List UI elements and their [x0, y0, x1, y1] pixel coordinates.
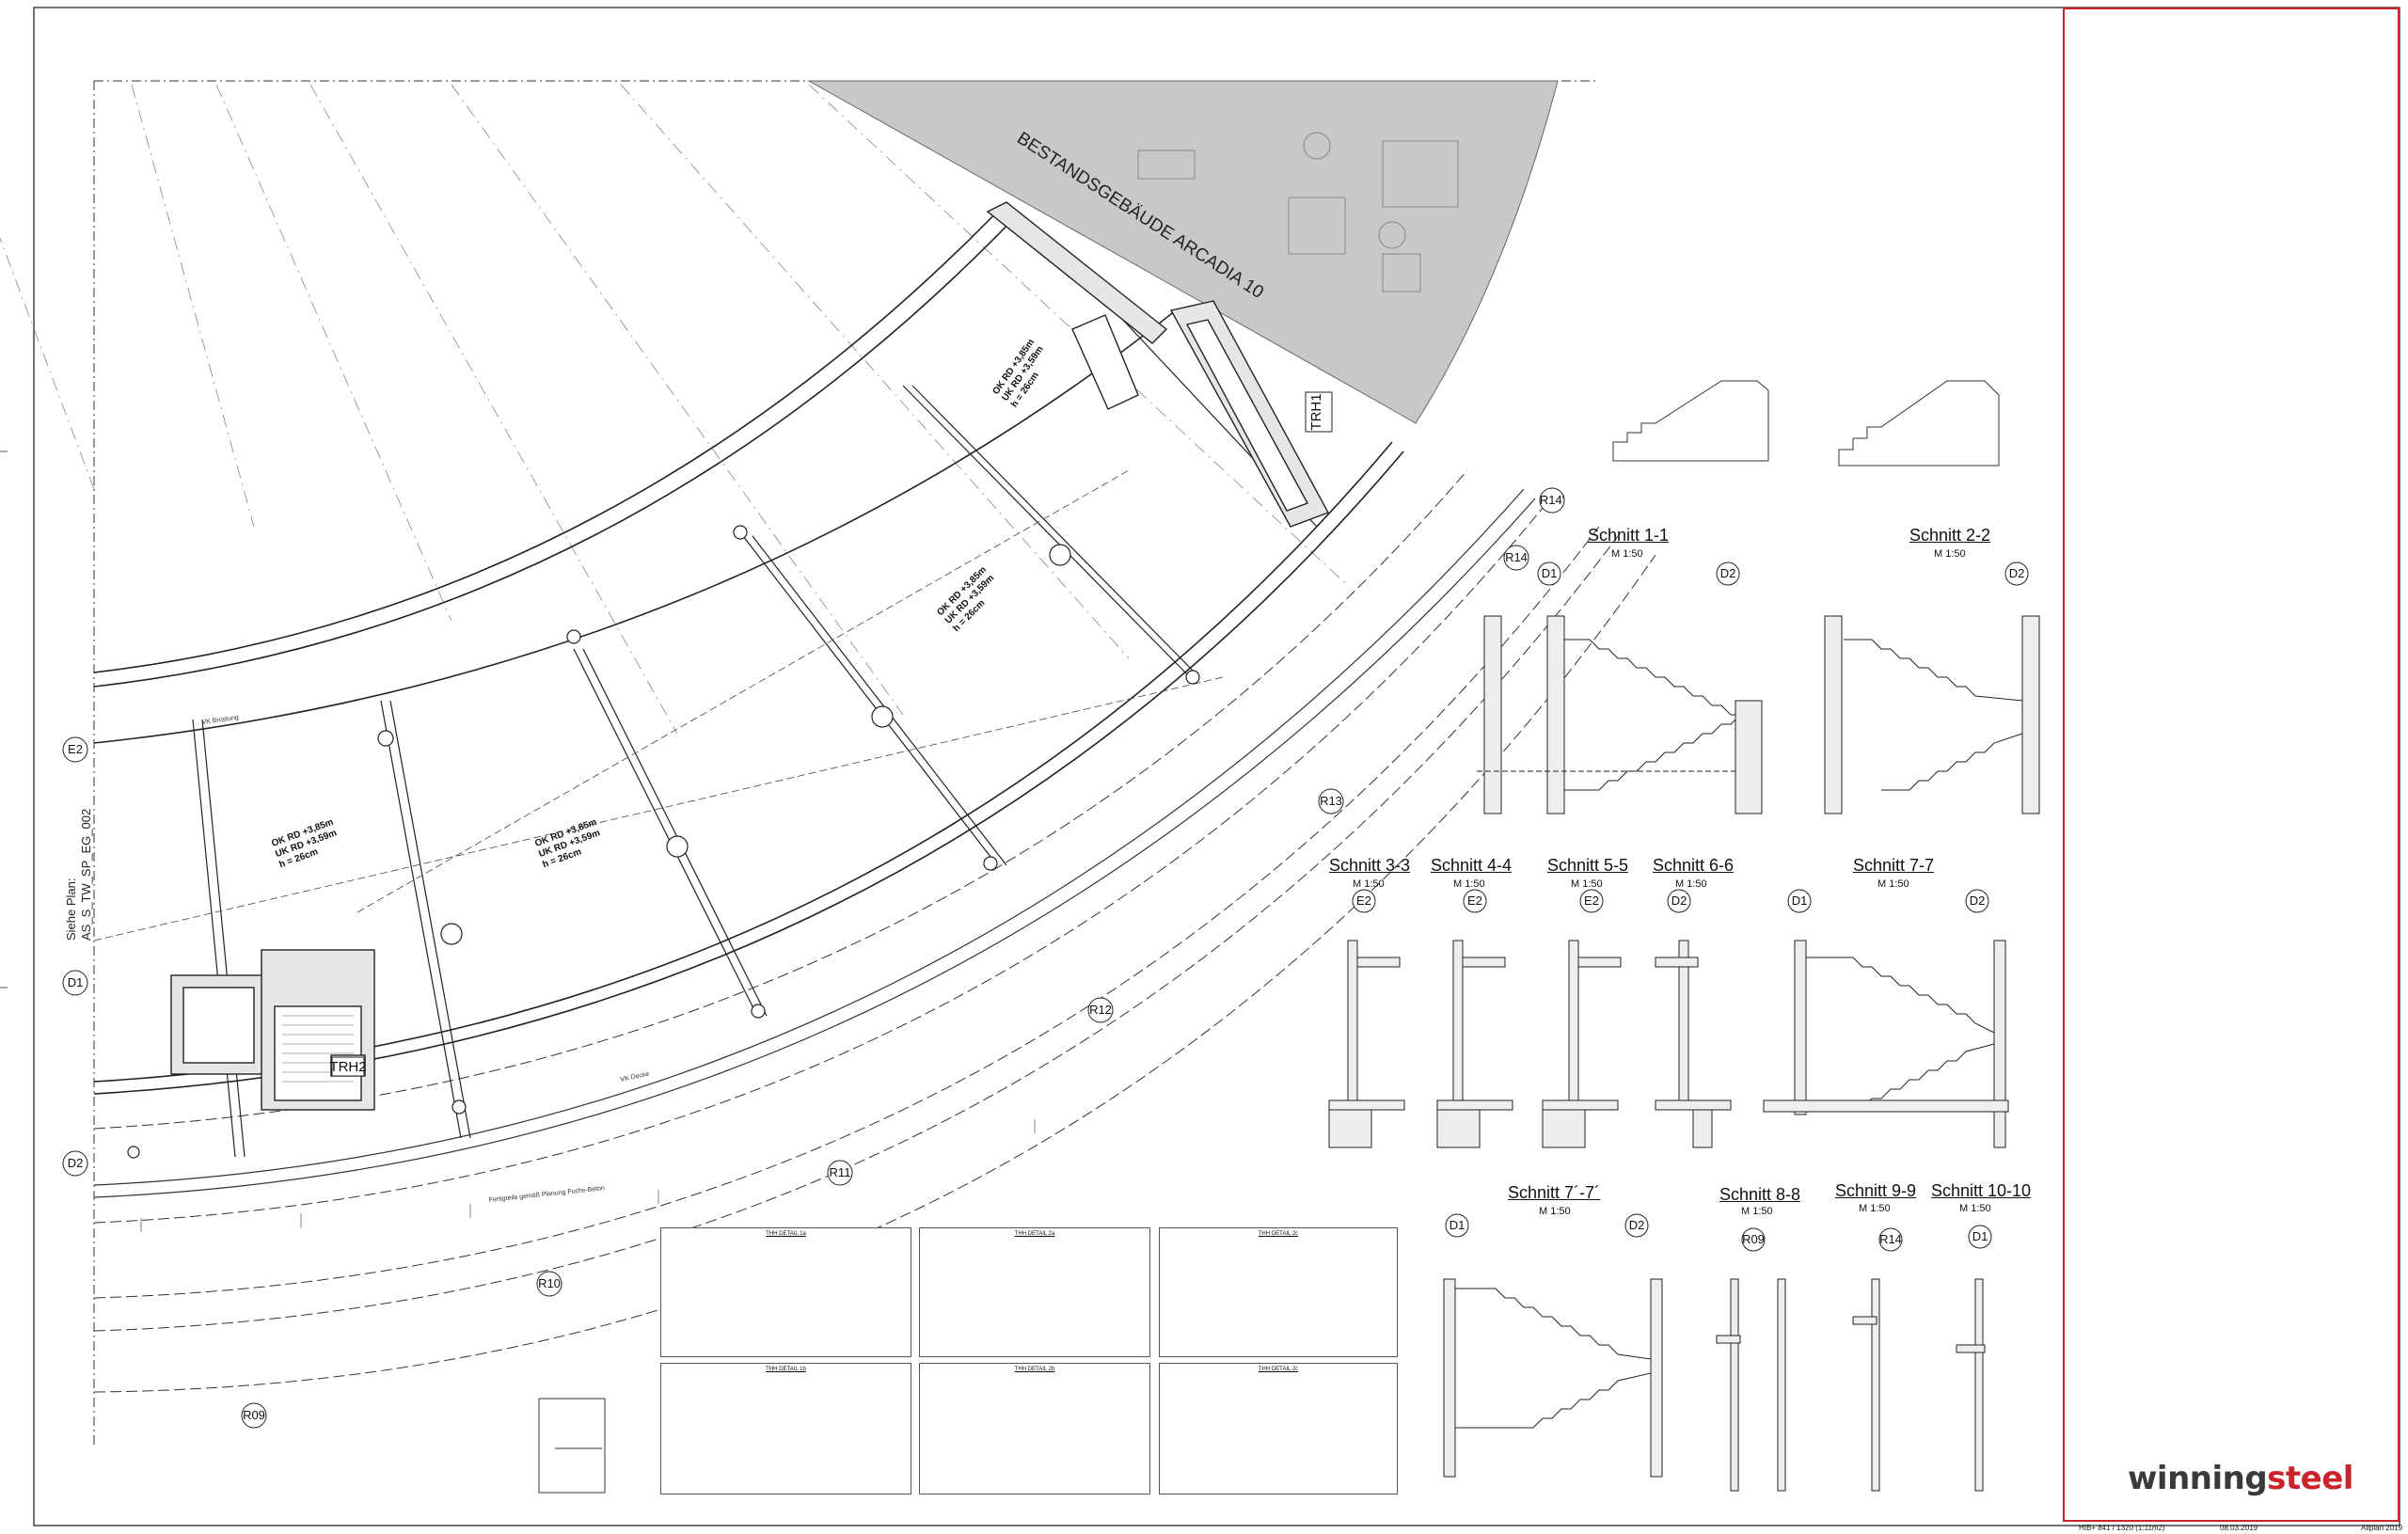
floor-plan [0, 80, 1656, 1494]
annotation-vk-decke: VK Decke [620, 1071, 650, 1083]
title-block [2063, 8, 2400, 1522]
section-scale-2-2: M 1:50 [1934, 548, 1966, 560]
footer-date: 08.03.2019 [2220, 1524, 2258, 1532]
section-title-5-5: Schnitt 5-5 [1547, 856, 1629, 875]
sec-8-grid-r09: R09 [1742, 1232, 1765, 1246]
detail-title-2c-2: THH DETAIL 2c [1258, 1367, 1299, 1372]
grid-label-r12: R12 [1089, 1003, 1112, 1017]
sec-7p-grid-d1: D1 [1450, 1218, 1465, 1232]
grid-label-d2: D2 [68, 1156, 84, 1170]
section-scale-3-3: M 1:50 [1353, 878, 1385, 890]
sec-1-grid-d1: D1 [1542, 566, 1558, 580]
section-title-2-2: Schnitt 2-2 [1909, 526, 1991, 545]
section-title-8-8: Schnitt 8-8 [1719, 1185, 1801, 1204]
detail-title-1b: THH DETAIL 1b [766, 1367, 806, 1372]
sec-5-grid-e2: E2 [1584, 894, 1599, 908]
section-scale-6-6: M 1:50 [1675, 878, 1707, 890]
detail-title-2b: THH DETAIL 2b [1014, 1367, 1055, 1372]
grid-label-e2: E2 [68, 742, 83, 756]
section-title-10-10: Schnitt 10-10 [1931, 1181, 2032, 1200]
sec-7p-grid-d2: D2 [1629, 1218, 1645, 1232]
grid-label-r10: R10 [538, 1276, 561, 1290]
section-scale-9-9: M 1:50 [1859, 1203, 1891, 1214]
footer-plan-code: HIB+ 841 / 1320 (1:11m2) [2079, 1524, 2165, 1532]
section-title-6-6: Schnitt 6-6 [1653, 856, 1735, 875]
section-scale-5-5: M 1:50 [1571, 878, 1603, 890]
section-drawings [1328, 615, 2040, 1492]
side-note-line2: AS_S_TW_SP_EG_002 [79, 809, 93, 941]
sec-7-grid-d1: D1 [1792, 894, 1808, 908]
existing-building [807, 80, 1559, 424]
grid-label-r13: R13 [1320, 794, 1342, 808]
detail-title-1a: THH DETAIL 1a [766, 1231, 806, 1237]
logo-word-steel: steel [2267, 1460, 2353, 1497]
grid-label-r09: R09 [243, 1408, 265, 1422]
sec-2-grid-d2: D2 [2009, 566, 2025, 580]
grid-label-r11: R11 [830, 1165, 851, 1179]
sec-10-grid-d1: D1 [1972, 1229, 1988, 1243]
section-scale-8-8: M 1:50 [1741, 1206, 1773, 1217]
detail-title-2a: THH DETAIL 2a [1014, 1231, 1055, 1237]
company-logo: winningsteel [2128, 1460, 2353, 1497]
side-note-line1: Siehe Plan: [64, 878, 78, 941]
sec-9-grid-r14: R14 [1879, 1232, 1902, 1246]
section-scale-1-1: M 1:50 [1611, 548, 1643, 560]
section-title-7p-7p: Schnitt 7´-7´ [1508, 1183, 1601, 1202]
stair-trh2 [170, 949, 375, 1111]
sec-1-grid-d2: D2 [1720, 566, 1736, 580]
section-scale-10-10: M 1:50 [1959, 1203, 1991, 1214]
section-scale-7-7: M 1:50 [1877, 878, 1909, 890]
grid-label-r14: R14 [1505, 550, 1528, 564]
sec-6-grid-d2: D2 [1671, 894, 1687, 908]
section-title-7-7: Schnitt 7-7 [1853, 856, 1935, 875]
grid-label-r14-prime: R14' [1540, 493, 1564, 507]
section-scale-4-4: M 1:50 [1453, 878, 1485, 890]
logo-word-winning: winning [2128, 1460, 2268, 1497]
detail-box-2a: THH DETAIL 2a [919, 1227, 1150, 1357]
annotation-fertigteile: Fertigteile gemäß Planung Fuchs-Beton [488, 1185, 605, 1204]
section-title-4-4: Schnitt 4-4 [1431, 856, 1513, 875]
detail-box-1b: THH DETAIL 1b [660, 1363, 911, 1494]
stair-tag-trh2: TRH2 [329, 1059, 366, 1075]
section-title-9-9: Schnitt 9-9 [1835, 1181, 1917, 1200]
detail-box-2c: THH DETAIL 2c [1159, 1227, 1398, 1357]
sec-3-grid-e2: E2 [1356, 894, 1371, 908]
sec-7-grid-d2: D2 [1970, 894, 1986, 908]
detail-box-1a: THH DETAIL 1a [660, 1227, 911, 1357]
grid-label-d1: D1 [68, 975, 84, 989]
detail-box-2b: THH DETAIL 2b [919, 1363, 1150, 1494]
section-title-1-1: Schnitt 1-1 [1588, 526, 1670, 545]
stair-tag-trh1: TRH1 [1308, 393, 1324, 430]
section-title-3-3: Schnitt 3-3 [1329, 856, 1411, 875]
detail-title-2c: THH DETAIL 2c [1258, 1231, 1299, 1237]
stair-trh1 [986, 201, 1329, 528]
grid-bubbles [62, 487, 1565, 1429]
sec-4-grid-e2: E2 [1467, 894, 1482, 908]
footer-software: Allplan 2019 [2361, 1524, 2403, 1532]
section-scale-7p-7p: M 1:50 [1539, 1206, 1571, 1217]
detail-box-2c-2: THH DETAIL 2c [1159, 1363, 1398, 1494]
